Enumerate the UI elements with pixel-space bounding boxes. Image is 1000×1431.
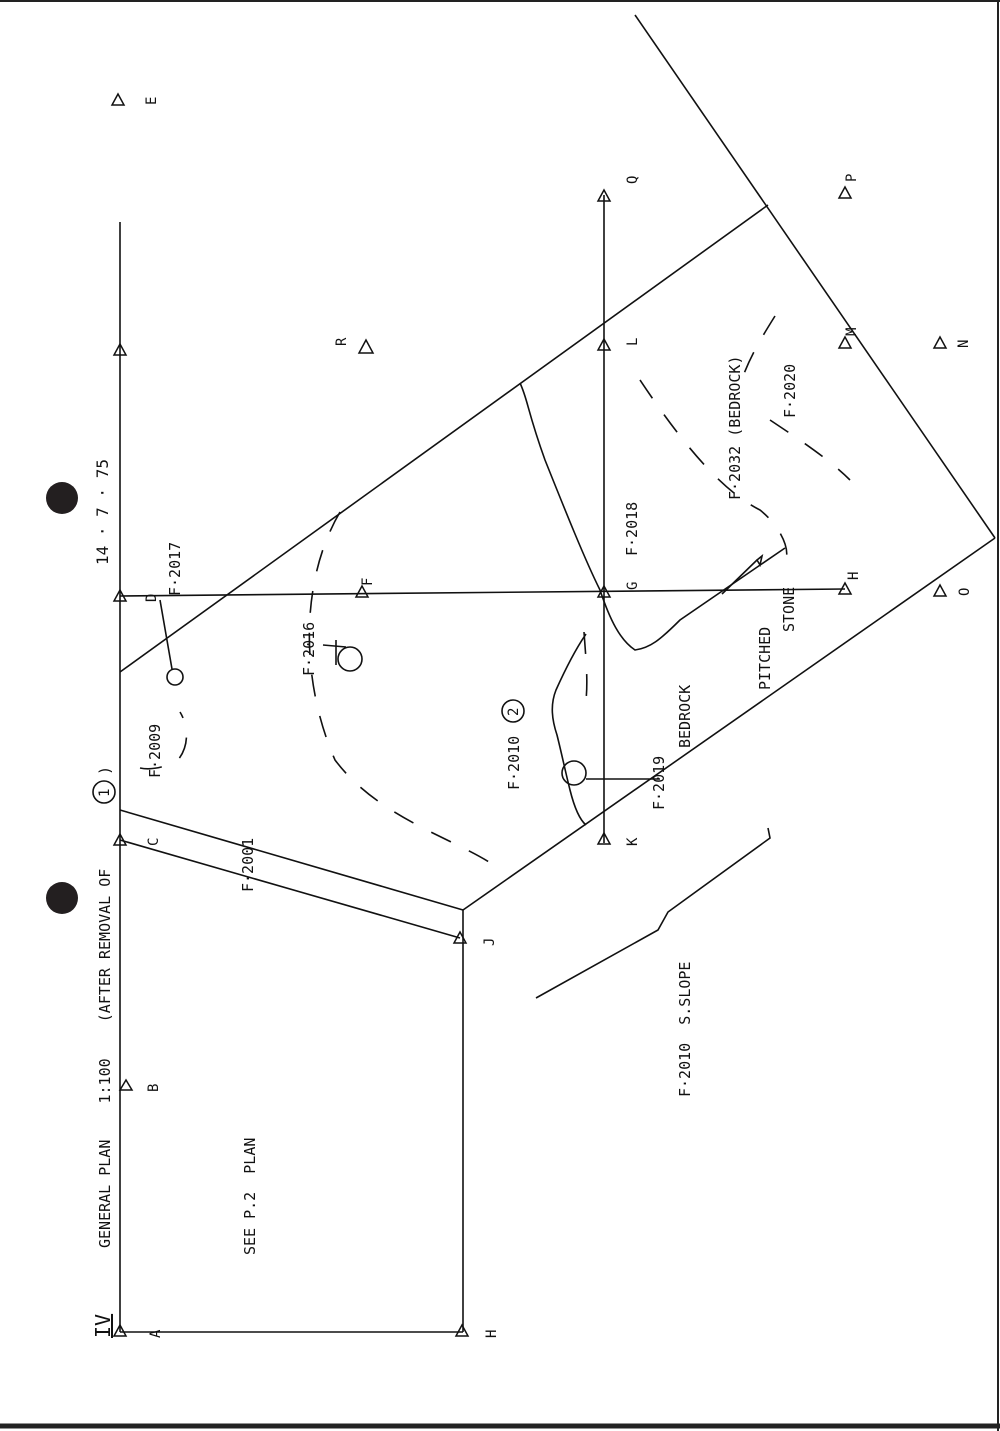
feature-f2018-label: F·2018 [623, 502, 641, 556]
station-m-label: M [844, 328, 860, 336]
feature-f2019-label: F·2019 [650, 756, 668, 810]
station-a-marker [112, 1323, 128, 1337]
station-h1-marker [454, 1323, 470, 1337]
title-circled-number: 1 [97, 789, 113, 797]
station-j-marker [452, 930, 468, 944]
pit-f2017 [166, 668, 184, 686]
binder-hole-top [46, 482, 78, 514]
station-n-marker [932, 335, 948, 349]
survey-grid [119, 14, 996, 1333]
station-g-marker [596, 584, 612, 598]
station-c-marker [112, 832, 128, 846]
title-close-paren: ) [96, 766, 114, 775]
pit-f2019 [561, 760, 587, 786]
station-p-marker [837, 185, 853, 199]
sheet-title: GENERAL PLAN 1:100 (AFTER REMOVAL OF [96, 869, 114, 1248]
see-plan-note: SEE P.2 PLAN [241, 1138, 259, 1255]
station-q-marker [596, 188, 612, 202]
station-l-marker [596, 337, 612, 351]
station-o-marker [932, 583, 948, 597]
station-j-label: J [482, 938, 498, 946]
feature-f2032-label: F·2032 (BEDROCK) [726, 356, 744, 501]
slope-note: F·2010 S.SLOPE [676, 962, 694, 1097]
sheet-date: 14 · 7 · 75 [93, 459, 112, 565]
station-c-label: C [146, 838, 162, 846]
station-e-marker [110, 92, 126, 106]
bedrock-label: BEDROCK [676, 685, 694, 748]
feature-f2020-label: F·2020 [781, 364, 799, 418]
stone-label: STONE [780, 587, 798, 632]
station-m-marker [837, 335, 853, 349]
station-a-label: A [148, 1329, 164, 1338]
station-g-label: G [625, 582, 641, 590]
station-q-label: Q [625, 176, 641, 184]
station-b-marker [118, 1078, 134, 1091]
section-numeral: IV [91, 1314, 115, 1338]
station-n-label: N [956, 340, 972, 348]
station-l-label: L [625, 338, 641, 346]
pitched-label: PITCHED [756, 627, 774, 690]
pits-and-leaders [159, 599, 660, 786]
station-mid-top-marker [112, 342, 128, 356]
f2010-circle-mark [501, 699, 525, 723]
dashed-feature-outlines [139, 315, 851, 869]
station-h1-label: H [484, 1330, 500, 1338]
station-r-marker [357, 338, 375, 354]
station-k-marker [596, 831, 612, 845]
station-b-label: B [146, 1084, 162, 1092]
station-markers [110, 92, 948, 1337]
title-circle-mark [92, 780, 116, 804]
solid-feature-edges [519, 382, 786, 999]
station-f-label: F [360, 578, 376, 586]
pit-f2016 [337, 646, 363, 672]
station-f-marker [354, 584, 370, 598]
station-r-label: R [334, 337, 350, 346]
station-k-label: K [625, 837, 641, 846]
feature-f2010-circled-number: 2 [506, 708, 522, 716]
station-e-label: E [144, 97, 160, 105]
station-h2-label: H [846, 572, 862, 580]
binder-hole-bottom [46, 882, 78, 914]
feature-f2009-label: F·2009 [146, 724, 164, 778]
station-p-label: P [844, 174, 860, 182]
station-d-marker [112, 588, 128, 602]
station-o-label: O [957, 588, 973, 596]
station-d-label: D [144, 594, 160, 602]
feature-f2010-label: F·2010 [505, 736, 523, 790]
feature-f2017-label: F·2017 [166, 542, 184, 596]
station-h2-marker [837, 581, 853, 595]
feature-f2001-label: F·2001 [239, 838, 257, 892]
feature-f2016-label: F·2016 [300, 622, 318, 676]
